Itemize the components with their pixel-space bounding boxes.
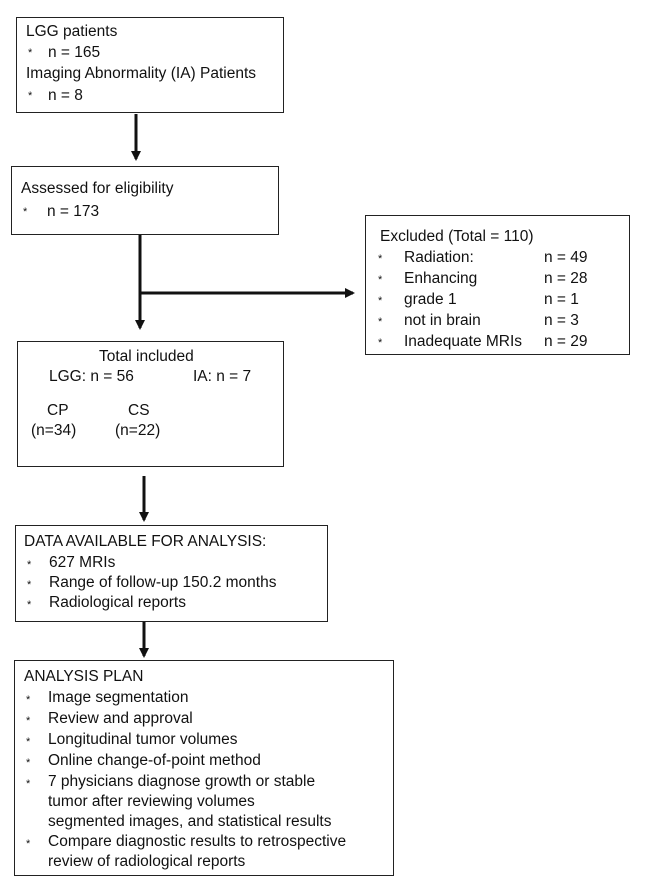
box1-line2: Imaging Abnormality (IA) Patients [26, 65, 257, 82]
data-available-box: DATA AVAILABLE FOR ANALYSIS: * 627 MRIs … [15, 525, 328, 622]
bullet-icon: * [26, 715, 31, 727]
data-item: Radiological reports [49, 594, 186, 611]
bullet-icon: * [26, 736, 31, 748]
data-item: 627 MRIs [49, 554, 116, 571]
plan-item: Compare diagnostic results to retrospect… [48, 833, 347, 850]
excluded-item-label: Inadequate MRIs [404, 333, 523, 350]
plan-title: ANALYSIS PLAN [24, 668, 144, 685]
bullet-icon: * [378, 253, 383, 265]
patients-box: LGG patients * n = 165 Imaging Abnormali… [16, 17, 284, 113]
box1-bullet1: n = 165 [48, 44, 101, 61]
bullet-icon: * [27, 559, 32, 571]
box2-bullet1: n = 173 [47, 203, 100, 220]
bullet-icon: * [27, 599, 32, 611]
plan-item: Longitudinal tumor volumes [48, 731, 238, 748]
eligibility-box: Assessed for eligibility * n = 173 [11, 166, 279, 235]
included-lgg: LGG: n = 56 [49, 368, 134, 385]
bullet-icon: * [26, 838, 31, 850]
included-cp: CP [47, 402, 69, 419]
bullet-icon: * [28, 47, 33, 59]
plan-item: Image segmentation [48, 689, 189, 706]
included-cp-n: (n=34) [31, 422, 77, 439]
excluded-title: Excluded (Total = 110) [380, 228, 534, 245]
included-ia: IA: n = 7 [193, 368, 252, 385]
included-title: Total included [99, 348, 194, 365]
box2-title: Assessed for eligibility [21, 180, 174, 197]
included-cs-n: (n=22) [115, 422, 161, 439]
plan-item: 7 physicians diagnose growth or stable [48, 773, 316, 790]
bullet-icon: * [378, 316, 383, 328]
bullet-icon: * [28, 90, 33, 102]
excluded-item-value: n = 1 [544, 291, 579, 308]
bullet-icon: * [378, 274, 383, 286]
box1-line1: LGG patients [26, 23, 118, 40]
analysis-plan-box: ANALYSIS PLAN * Image segmentation * Rev… [14, 660, 394, 876]
box1-bullet2: n = 8 [48, 87, 83, 104]
data-title: DATA AVAILABLE FOR ANALYSIS: [24, 533, 267, 550]
included-box: Total included LGG: n = 56 IA: n = 7 CP … [17, 341, 284, 467]
excluded-item-value: n = 29 [544, 333, 588, 350]
bullet-icon: * [23, 206, 28, 218]
included-cs: CS [128, 402, 150, 419]
plan-item-continued: review of radiological reports [48, 853, 246, 870]
bullet-icon: * [26, 757, 31, 769]
excluded-item-label: not in brain [404, 312, 481, 329]
plan-item-continued: segmented images, and statistical result… [48, 813, 332, 830]
excluded-item-label: Radiation: [404, 249, 474, 266]
plan-item: Online change-of-point method [48, 752, 261, 769]
bullet-icon: * [26, 694, 31, 706]
excluded-item-label: grade 1 [404, 291, 457, 308]
bullet-icon: * [378, 295, 383, 307]
bullet-icon: * [26, 778, 31, 790]
excluded-item-label: Enhancing [404, 270, 478, 287]
plan-item-continued: tumor after reviewing volumes [48, 793, 255, 810]
plan-item: Review and approval [48, 710, 193, 727]
excluded-item-value: n = 49 [544, 249, 588, 266]
excluded-item-value: n = 28 [544, 270, 588, 287]
bullet-icon: * [378, 337, 383, 349]
excluded-item-value: n = 3 [544, 312, 579, 329]
data-item: Range of follow-up 150.2 months [49, 574, 277, 591]
excluded-box: Excluded (Total = 110) * Radiation: n = … [365, 215, 630, 355]
bullet-icon: * [27, 579, 32, 591]
